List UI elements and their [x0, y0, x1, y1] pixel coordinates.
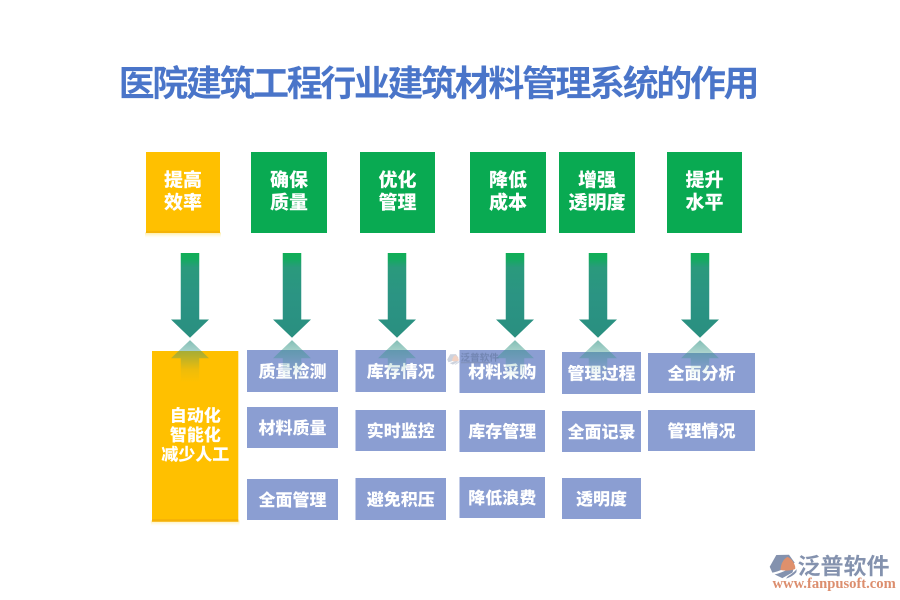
- svg-text:www.fanpusoft.com: www.fanpusoft.com: [773, 576, 896, 592]
